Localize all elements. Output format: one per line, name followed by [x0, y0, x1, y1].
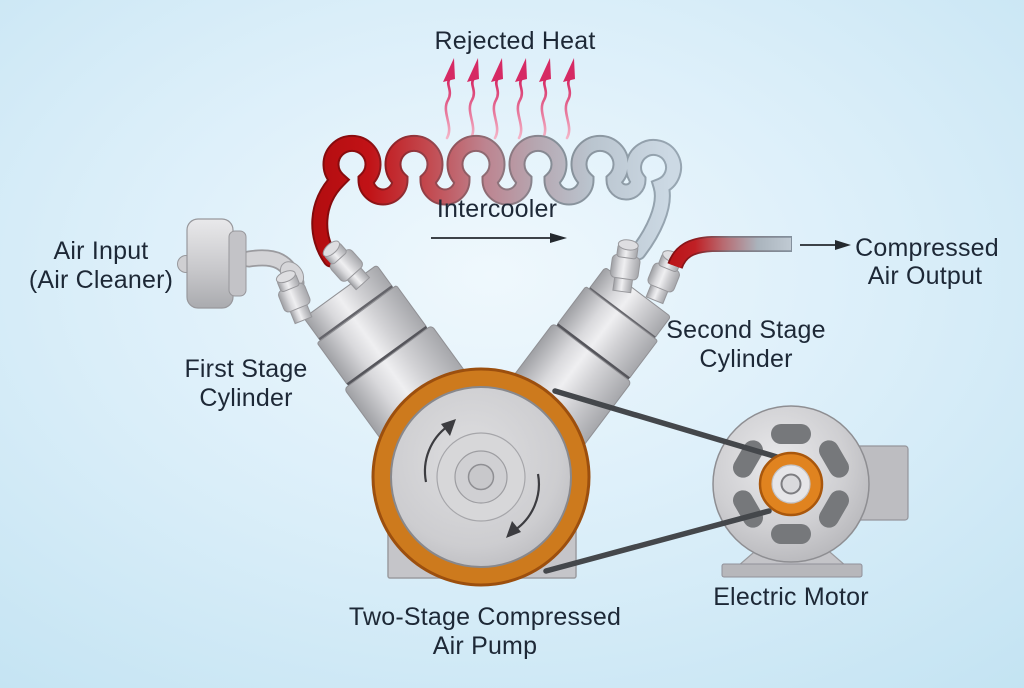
- intercooler-label: Intercooler: [437, 195, 557, 223]
- flywheel-hub-center: [467, 463, 495, 491]
- compressed-output-label-line1: Compressed: [855, 234, 999, 262]
- right-arrowhead-icon: [550, 233, 567, 243]
- first-stage-label-line2: Cylinder: [199, 384, 292, 412]
- motor-vent: [771, 524, 811, 544]
- compressed-output-label-line2: Air Output: [868, 262, 983, 290]
- motor-vent: [733, 490, 763, 528]
- motor-vent: [771, 424, 811, 444]
- right-arrowhead-icon: [835, 240, 851, 250]
- first-stage-label-line1: First Stage: [184, 355, 307, 383]
- motor-vent: [819, 440, 849, 478]
- rotation-arrow-top: [423, 419, 456, 483]
- belt-top-run: [552, 388, 780, 460]
- air-input-label-line2: (Air Cleaner): [29, 266, 173, 294]
- motor-vent: [819, 490, 849, 528]
- motor-foot: [721, 563, 863, 578]
- intercooler-flow-arrow: [431, 233, 567, 243]
- drive-belt: [543, 388, 780, 574]
- belt-bottom-run: [543, 508, 772, 574]
- pump-label-line1: Two-Stage Compressed: [349, 603, 621, 631]
- air-input-label-line1: Air Input: [54, 237, 149, 265]
- flywheel: [371, 367, 591, 587]
- air-cleaner-body: [186, 218, 234, 309]
- air-cleaner-face: [228, 230, 247, 297]
- rotation-arrow-bottom: [506, 473, 540, 538]
- rejected-heat-label: Rejected Heat: [434, 27, 595, 55]
- output-flow-arrow: [800, 240, 851, 250]
- motor-vents: [733, 424, 849, 544]
- intercooler-pipe: [311, 134, 683, 268]
- air-cleaner: [177, 218, 247, 309]
- motor-pulley: [758, 451, 824, 517]
- pump-label-line2: Air Pump: [433, 632, 537, 660]
- electric-motor-label: Electric Motor: [713, 583, 869, 611]
- second-stage-label-line2: Cylinder: [699, 345, 792, 373]
- second-stage-label-line1: Second Stage: [666, 316, 825, 344]
- compressed-air-output-pipe: [667, 236, 792, 270]
